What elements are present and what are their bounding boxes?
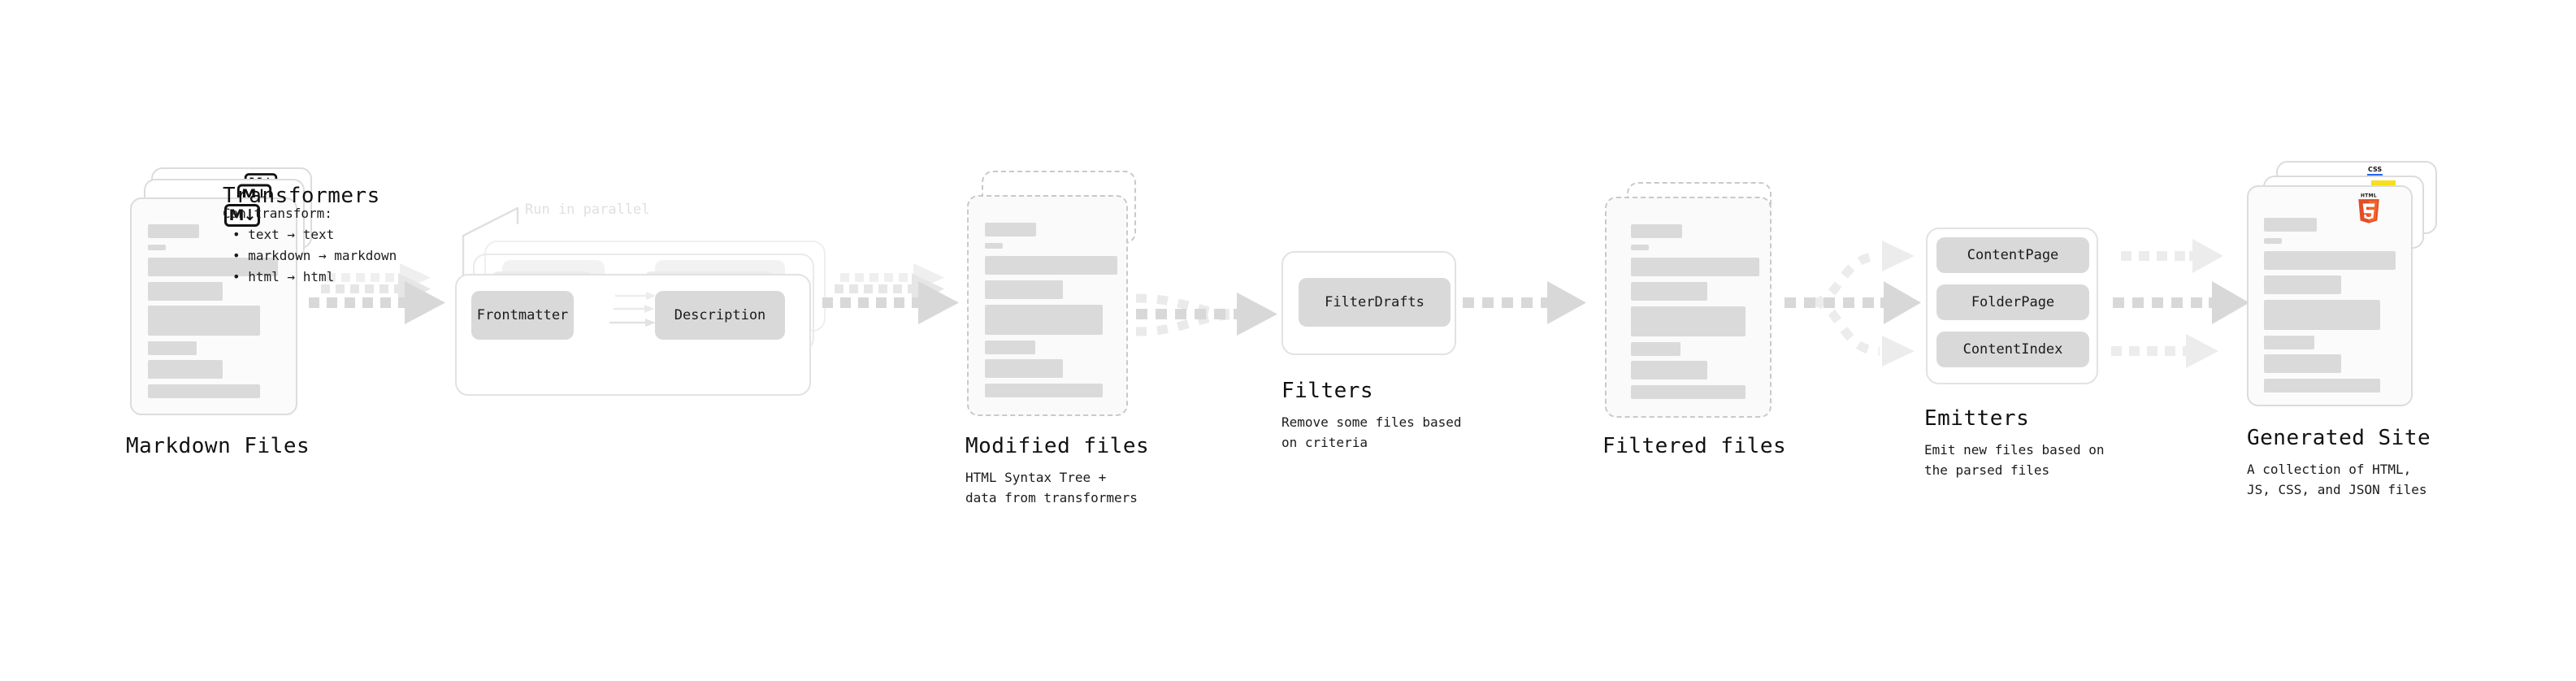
content-bar — [148, 224, 199, 238]
pill-contentindex[interactable]: ContentIndex — [1936, 332, 2089, 367]
generated-doc-content — [2249, 187, 2411, 405]
content-bar — [1631, 361, 1707, 380]
markdown-doc-content — [132, 199, 296, 414]
transformers-bullet-2: • html → html — [232, 269, 335, 284]
content-bar — [148, 384, 260, 398]
stage-title-modified-files: Modified files — [965, 434, 1150, 458]
content-bar — [1631, 245, 1649, 250]
content-bar — [1631, 306, 1746, 336]
filtered-doc-front — [1605, 197, 1772, 418]
content-bar — [985, 384, 1103, 397]
connector-modified-to-filters — [1135, 293, 1277, 336]
generated-doc-html — [2247, 185, 2413, 406]
stage-title-transformers: Transformers — [223, 184, 380, 208]
content-bar — [985, 243, 1003, 249]
svg-text:HTML: HTML — [2361, 193, 2377, 198]
stage-title-filtered-files: Filtered files — [1602, 434, 1787, 458]
content-bar — [1631, 385, 1746, 399]
connector-filtered-to-emitters — [1785, 241, 1921, 367]
content-bar — [148, 360, 223, 379]
stage-title-markdown-files: Markdown Files — [126, 434, 310, 458]
content-bar — [2264, 275, 2341, 294]
pill-contentpage[interactable]: ContentPage — [1936, 237, 2089, 273]
pill-folderpage[interactable]: FolderPage — [1936, 284, 2089, 320]
content-bar — [2264, 300, 2380, 330]
content-bar — [148, 245, 166, 250]
content-bar — [148, 306, 260, 336]
stage-title-generated-site: Generated Site — [2247, 426, 2431, 450]
modified-doc-front — [967, 195, 1128, 416]
transformers-bullet-1: • markdown → markdown — [232, 248, 397, 263]
content-bar — [985, 256, 1117, 275]
transformers-bullet-0: • text → text — [232, 227, 335, 242]
content-bar — [985, 280, 1063, 299]
stage-title-filters: Filters — [1281, 379, 1374, 403]
transformers-caption: Can transform: — [223, 206, 332, 221]
filters-caption: Remove some files based on criteria — [1281, 414, 1462, 450]
content-bar — [148, 258, 278, 276]
run-in-parallel-bracket — [462, 206, 519, 283]
markdown-icon-front: M↓ — [224, 204, 260, 227]
content-bar — [148, 341, 197, 355]
content-bar — [2264, 336, 2314, 349]
stage-title-emitters: Emitters — [1924, 406, 2030, 431]
content-bar — [985, 359, 1063, 378]
connector-filters-to-filtered — [1463, 281, 1586, 324]
content-bar — [1631, 342, 1680, 356]
content-bar — [1631, 224, 1682, 238]
content-bar — [2264, 251, 2396, 270]
content-bar — [985, 340, 1035, 354]
content-bar — [2264, 354, 2341, 373]
connector-frontmatter-to-description — [609, 292, 656, 327]
pill-frontmatter[interactable]: Frontmatter — [471, 291, 574, 340]
html5-icon: HTML — [2358, 193, 2379, 223]
connector-emitters-to-generated — [2111, 239, 2249, 368]
modified-doc-content — [969, 197, 1126, 414]
content-bar — [1631, 282, 1707, 301]
content-bar — [2264, 379, 2380, 393]
connector-transformers-to-modified — [822, 263, 959, 324]
content-bar — [1631, 258, 1759, 276]
pill-description[interactable]: Description — [655, 291, 785, 340]
connector-markdown-to-transformers — [309, 263, 445, 324]
filtered-doc-content — [1607, 198, 1770, 416]
content-bar — [148, 282, 223, 301]
content-bar — [985, 223, 1036, 236]
generated-site-caption: A collection of HTML, JS, CSS, and JSON … — [2247, 462, 2427, 497]
css-icon: CSS — [2367, 166, 2383, 177]
emitters-caption: Emit new files based on the parsed files — [1924, 442, 2105, 478]
content-bar — [2264, 218, 2317, 232]
markdown-doc-front — [130, 197, 297, 415]
pill-filterdrafts[interactable]: FilterDrafts — [1299, 278, 1451, 327]
run-in-parallel-label: Run in parallel — [525, 202, 650, 218]
content-bar — [2264, 238, 2282, 244]
content-bar — [985, 305, 1103, 335]
modified-files-caption: HTML Syntax Tree + data from transformer… — [965, 470, 1138, 505]
